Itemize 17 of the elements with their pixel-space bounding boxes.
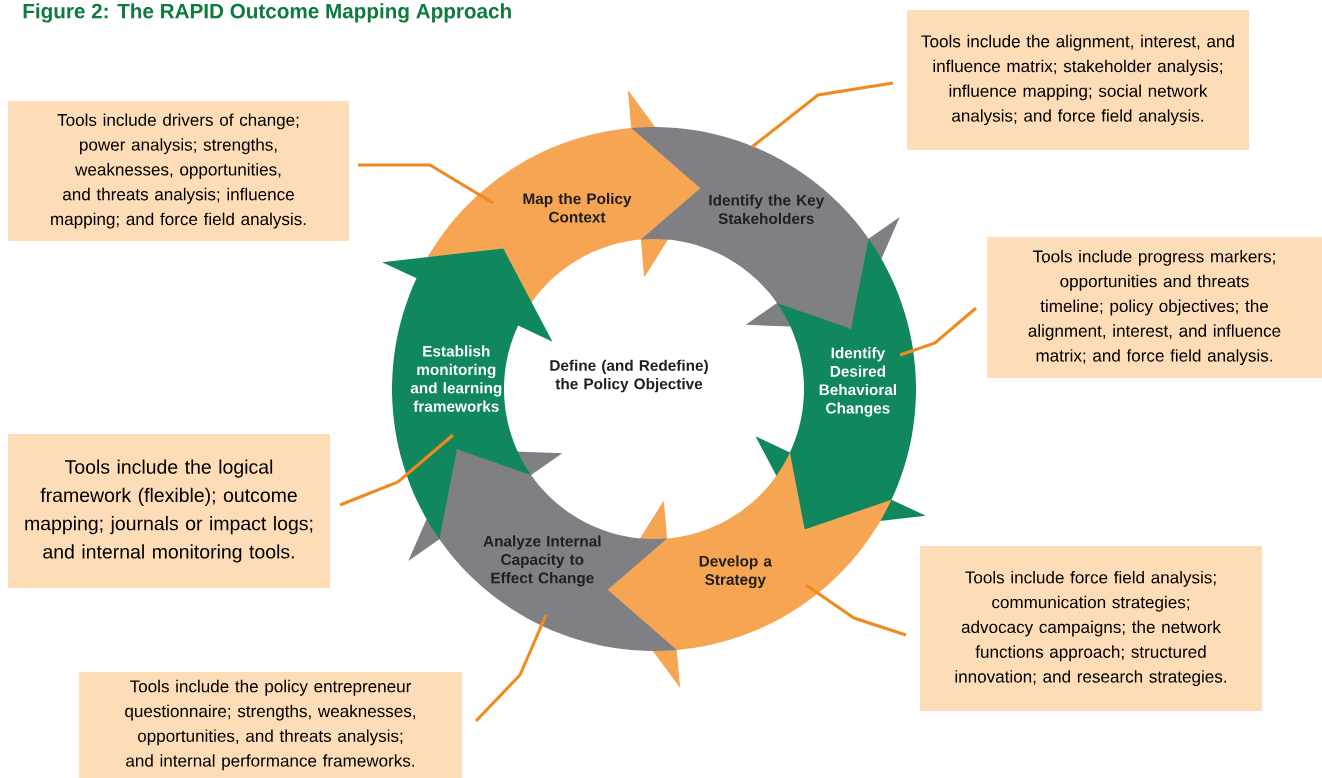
tools-box: Tools include progress markers; opportunities and threats timeline; policy objectives; the alignment, interest, and influence matrix; and force field analysis. bbox=[987, 236, 1322, 379]
leader-line bbox=[751, 81, 894, 149]
arrow-segment: Develop a Strategy bbox=[607, 452, 892, 688]
leader-line bbox=[339, 433, 454, 507]
leader-line bbox=[474, 614, 548, 723]
leader-line bbox=[358, 163, 494, 205]
leader-line bbox=[899, 306, 977, 357]
leader-line bbox=[805, 583, 907, 637]
center-text: Define (and Redefine) the Policy Objective bbox=[550, 359, 708, 393]
figure-title: Figure 2: The RAPID Outcome Mapping Approach bbox=[23, 3, 511, 23]
tools-box: Tools include the logical framework (flexible); outcome mapping; journals or impact logs; and internal monitoring tools. bbox=[8, 434, 330, 588]
arrow-segment: Identify Desired Behavioral Changes bbox=[755, 238, 926, 530]
tools-box: Tools include force field analysis; communication strategies; advocacy campaigns; the network functions approach; structured innovation; and research strategies. bbox=[920, 545, 1262, 712]
tools-box: Tools include the policy entrepreneur questionnaire; strengths, weaknesses, opportunities, and threats analysis; and internal performance frameworks. bbox=[79, 672, 462, 778]
tools-box: Tools include drivers of change; power analysis; strengths, weaknesses, opportunities, and threats analysis; influence mapping; and force field analysis. bbox=[8, 101, 350, 241]
tools-box: Tools include the alignment, interest, and influence matrix; stakeholder analysis; influence mapping; social network analysis; and force field analysis. bbox=[907, 10, 1249, 150]
arrow-segment: Identify the Key Stakeholders bbox=[631, 127, 900, 329]
